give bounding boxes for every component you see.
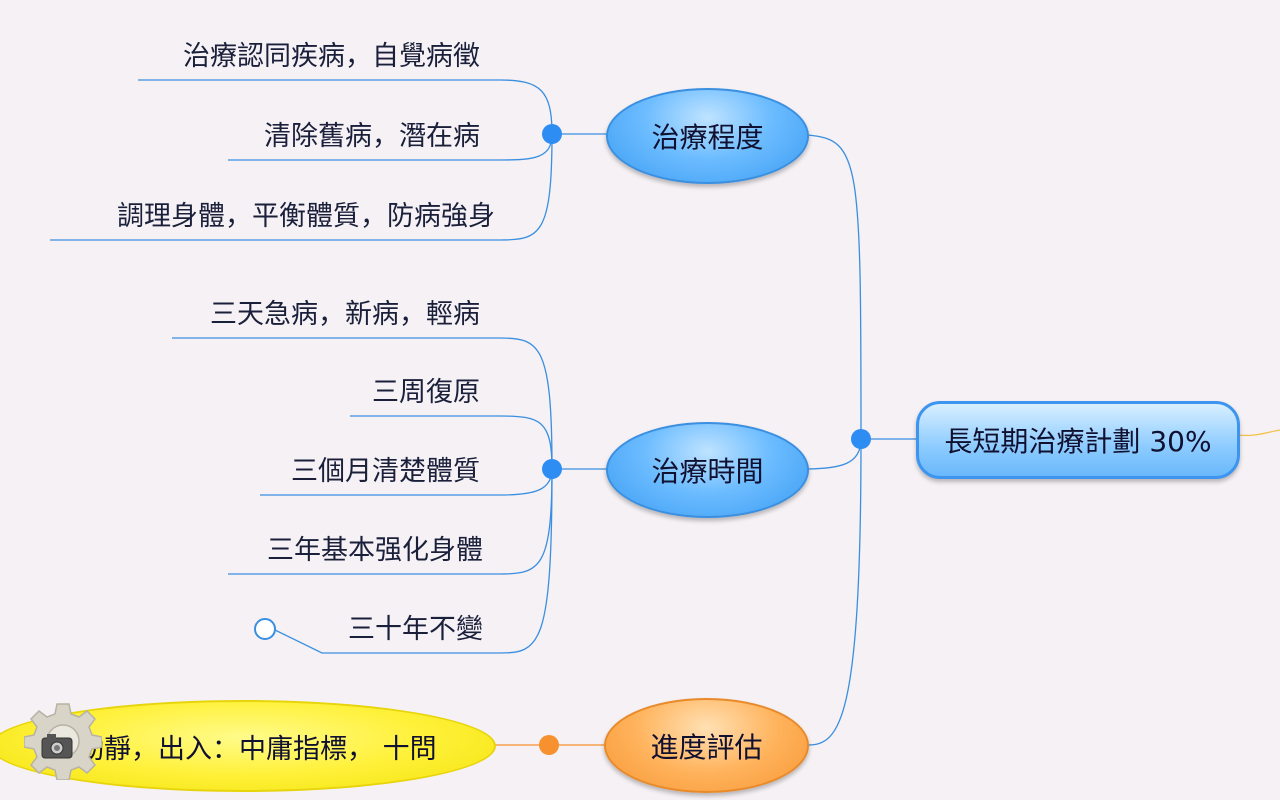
collapsed-node-dot[interactable] (254, 618, 276, 640)
branch-dot-time[interactable] (542, 459, 562, 479)
root-hub-dot[interactable] (851, 429, 871, 449)
branch-node-degree[interactable]: 治療程度 (606, 88, 809, 184)
branch-label-time: 治療時間 (651, 455, 764, 488)
leaf-clear-old-illness[interactable]: 清除舊病，潛在病 (264, 121, 480, 152)
leaf-body-conditioning[interactable]: 調理身體，平衡體質，防病強身 (117, 201, 495, 232)
branch-node-assessment[interactable]: 進度評估 (604, 698, 809, 793)
branch-dot-assessment[interactable] (539, 735, 559, 755)
leaf-three-weeks[interactable]: 三周復原 (372, 377, 480, 408)
leaf-three-days[interactable]: 三天急病，新病，輕病 (210, 299, 480, 330)
root-node[interactable]: 長短期治療計劃 30% (916, 401, 1240, 479)
camera-icon (41, 734, 73, 759)
root-label: 長短期治療計劃 30% (944, 425, 1212, 458)
leaf-three-years[interactable]: 三年基本强化身體 (267, 535, 483, 566)
branch-label-assessment: 進度評估 (650, 730, 763, 764)
branch-dot-degree[interactable] (542, 124, 562, 144)
leaf-label-assessment: 動靜，出入：中庸指標， 十問 (77, 733, 437, 765)
gear-icon[interactable] (24, 702, 102, 780)
leaf-three-months[interactable]: 三個月清楚體質 (291, 456, 480, 487)
leaf-thirty-years[interactable]: 三十年不變 (348, 614, 483, 645)
branch-node-time[interactable]: 治療時間 (606, 422, 809, 518)
branch-label-degree: 治療程度 (651, 121, 764, 154)
leaf-treatment-recognition[interactable]: 治療認同疾病，自覺病徵 (183, 41, 480, 72)
